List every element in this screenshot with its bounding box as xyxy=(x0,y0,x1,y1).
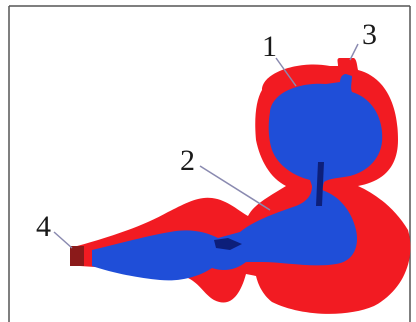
tip-marker xyxy=(70,246,84,266)
inner-cavity-shape xyxy=(92,74,382,280)
label-3: 3 xyxy=(362,18,377,51)
label-1: 1 xyxy=(262,30,277,63)
label-2: 2 xyxy=(180,144,195,177)
label-4: 4 xyxy=(36,210,51,243)
